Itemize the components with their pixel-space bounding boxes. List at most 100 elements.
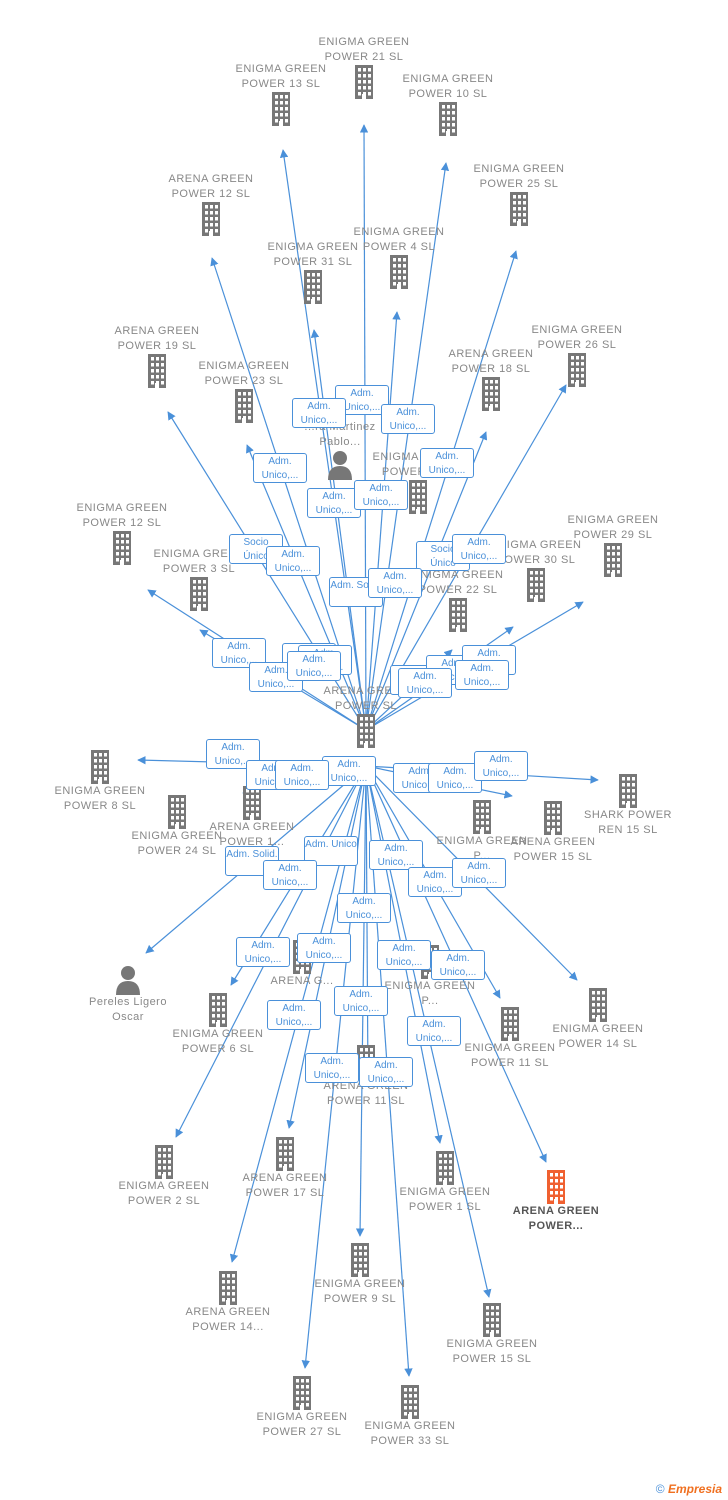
role-tag[interactable]: Adm. Unico,... [307, 488, 361, 518]
role-tag[interactable]: Adm. Unico,... [267, 1000, 321, 1030]
company-node[interactable]: ENIGMA GREEN POWER 21 SL [309, 35, 419, 99]
node-label: ARENA GREEN POWER 15 SL [510, 836, 596, 863]
company-node[interactable]: ENIGMA GREEN POWER 30 SL [481, 538, 591, 602]
role-tag[interactable]: Adm. Unico,... [455, 660, 509, 690]
edge-10 [365, 431, 488, 731]
role-tag[interactable]: Adm. Unico,... [377, 940, 431, 970]
role-tag[interactable]: Adm. Unico,... [354, 480, 408, 510]
role-tag[interactable]: Adm. Unico,... [236, 937, 290, 967]
node-label: ARENA GREEN POWER 17 SL [242, 1172, 328, 1199]
role-tag[interactable]: Adm. Unico,... [337, 893, 391, 923]
building-icon [464, 192, 574, 226]
company-node[interactable]: ENIGMA GREEN P... [427, 800, 537, 864]
building-icon [305, 1243, 415, 1277]
company-node[interactable]: ENIGMA GREEN POWER 24 SL [122, 795, 232, 859]
node-label: ENIGMA GREEN POWER 29 SL [567, 514, 659, 541]
building-icon [173, 1271, 283, 1305]
node-label: ENIGMA GREEN POWER 2 SL [118, 1180, 210, 1207]
node-label: ENIGMA GREEN POWER 4 SL [353, 226, 445, 253]
node-label: ENIGMA GREEN POWER 25 SL [473, 163, 565, 190]
person-node[interactable]: Pereles Ligero Oscar [73, 965, 183, 1025]
center-company-node[interactable]: ARENA GREEN POWER SL [311, 684, 421, 748]
role-tag[interactable]: Adm. Unico,... [266, 546, 320, 576]
role-tag[interactable]: Adm. Unico,... [334, 986, 388, 1016]
edge-5 [365, 250, 518, 731]
role-tag[interactable]: Adm. Unico,... [420, 448, 474, 478]
role-tag[interactable]: Adm. Unico,... [431, 950, 485, 980]
company-node[interactable]: ENIGMA GREEN POWER 2 SL [109, 1145, 219, 1209]
company-node[interactable]: ENIGMA GREEN POWER 4 SL [344, 225, 454, 289]
footer: © Empresia [656, 1482, 722, 1496]
company-node[interactable]: ENIGMA GREEN POWER 27 SL [247, 1376, 357, 1440]
company-node[interactable]: ENIGMA GREEN POWER 8 SL [45, 750, 155, 814]
company-node[interactable]: ARENA GREEN POWER... [501, 1170, 611, 1234]
company-node[interactable]: ENIGMA GREEN POWER 1 SL [390, 1151, 500, 1215]
company-node[interactable]: ENIGMA GREEN POWER 15 SL [437, 1303, 547, 1367]
building-icon [109, 1145, 219, 1179]
role-tag[interactable]: Adm. Unico,... [428, 763, 482, 793]
role-tag[interactable]: Adm. Unico,... [292, 398, 346, 428]
company-node[interactable]: ENIGMA GREEN POWER 22 SL [403, 568, 513, 632]
building-icon [189, 389, 299, 423]
role-tag[interactable]: Adm. Unico,... [253, 453, 307, 483]
company-node[interactable]: SHARK POWER REN 15 SL [573, 774, 683, 838]
node-label: ARENA GREEN POWER 1... [209, 821, 295, 848]
role-tag[interactable]: Adm. Unico,... [263, 860, 317, 890]
role-tag[interactable]: Adm. Unico,... [368, 568, 422, 598]
company-node[interactable]: ARENA GREEN POWER 14... [173, 1271, 283, 1335]
role-tag[interactable]: Adm. Unico,... [297, 933, 351, 963]
role-tag[interactable]: Adm. Unico,... [398, 668, 452, 698]
company-node[interactable]: ENIGMA GREEN POWER 10 SL [393, 72, 503, 136]
company-node[interactable]: ARENA GREEN POWER 19 SL [102, 324, 212, 388]
company-node[interactable]: ENIGMA GREEN POWER 11 SL [455, 1007, 565, 1071]
building-icon [522, 353, 632, 387]
company-node[interactable]: ARENA GREEN POWER 18 SL [436, 347, 546, 411]
node-label: ENIGMA GREEN POWER 6 SL [172, 1028, 264, 1055]
brand-logo[interactable]: Empresia [667, 1482, 722, 1496]
role-tag[interactable]: Adm. Unico,... [452, 534, 506, 564]
node-label: ENIGMA GREEN POWER 23 SL [198, 360, 290, 387]
node-label: ENIGMA GREEN POWER 12 SL [76, 502, 168, 529]
role-tag[interactable]: Adm. Unico,... [305, 1053, 359, 1083]
node-label: ARENA GREEN POWER 14... [185, 1306, 271, 1333]
company-node[interactable]: ENIGMA GREEN POWER 9 SL [305, 1243, 415, 1307]
role-tag[interactable]: Adm. Unico,... [287, 651, 341, 681]
company-node[interactable]: ENIGMA GREEN POWER 14 SL [543, 988, 653, 1052]
company-node[interactable]: ENIGMA GREEN POWER 31 SL [258, 240, 368, 304]
node-label: ARENA G... [270, 975, 334, 987]
building-icon [344, 255, 454, 289]
building-icon [309, 65, 419, 99]
node-label: ENIGMA GREEN POWER 15 SL [446, 1338, 538, 1365]
role-tag[interactable]: Adm. Unico,... [452, 858, 506, 888]
node-label: SHARK POWER REN 15 SL [583, 809, 672, 836]
company-node[interactable]: ENIGMA GREEN POWER 6 SL [163, 993, 273, 1057]
company-node[interactable]: ENIGMA GREEN POWER 13 SL [226, 62, 336, 126]
building-icon [355, 1385, 465, 1419]
role-tag[interactable]: Adm. Unico,... [322, 756, 376, 786]
company-node[interactable]: ARENA GREEN POWER 15 SL [498, 801, 608, 865]
company-node[interactable]: ENIGMA GREEN POWER 26 SL [522, 323, 632, 387]
building-icon [311, 714, 421, 748]
role-tag[interactable]: Adm. Unico,... [275, 760, 329, 790]
company-node[interactable]: ARENA GREEN POWER 1... [197, 786, 307, 850]
role-tag[interactable]: Adm. Unico,... [359, 1057, 413, 1087]
role-tag[interactable]: Adm. Unico,... [369, 840, 423, 870]
building-icon [498, 801, 608, 835]
company-node[interactable]: ENIGMA GREEN POWER 3 SL [144, 547, 254, 611]
node-label: ENIGMA GREEN POWER 9 SL [314, 1278, 406, 1305]
role-tag[interactable]: Adm. Unico,... [407, 1016, 461, 1046]
company-node[interactable]: ENIGMA GREEN POWER 29 SL [558, 513, 668, 577]
copyright-icon: © [655, 1482, 665, 1496]
company-node[interactable]: ARENA GREEN POWER 17 SL [230, 1137, 340, 1201]
building-icon [501, 1170, 611, 1204]
role-tag[interactable]: Adm. Unico,... [381, 404, 435, 434]
building-icon [247, 1376, 357, 1410]
company-node[interactable]: ENIGMA GREEN POWER 33 SL [355, 1385, 465, 1449]
company-node[interactable]: ENIGMA GREEN POWER 12 SL [67, 501, 177, 565]
company-node[interactable]: ENIGMA GREEN POWER 23 SL [189, 359, 299, 423]
company-node[interactable]: ENIGMA GREEN POWER 25 SL [464, 162, 574, 226]
company-node[interactable]: ARENA GREEN POWER 12 SL [156, 172, 266, 236]
role-tag[interactable]: Adm. Unico,... [474, 751, 528, 781]
node-label: ENIGMA GREEN POWER 11 SL [464, 1042, 556, 1069]
node-label: ENIGMA GREEN POWER 21 SL [318, 36, 410, 63]
